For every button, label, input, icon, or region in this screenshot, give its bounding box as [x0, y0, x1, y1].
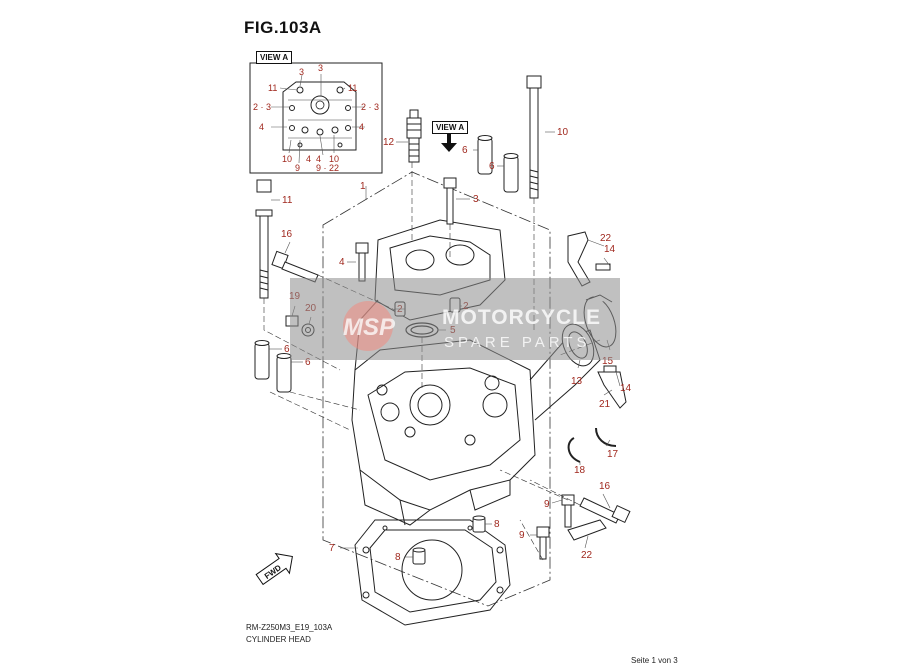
callout-6: 6 — [284, 344, 290, 355]
page-indicator: Seite 1 von 3 — [631, 656, 678, 665]
inset-callout: 10 — [329, 154, 339, 164]
view-a-callouts: 3 3 11 11 2 · 3 2 · 3 4 4 10 9 4 4 10 9 … — [253, 63, 379, 173]
fwd-arrow: FWD — [255, 552, 293, 586]
cam-cap-bolts — [355, 177, 457, 282]
callout-7: 7 — [329, 543, 335, 554]
inset-callout: 9 · 22 — [316, 163, 339, 173]
callout-6: 6 — [305, 357, 311, 368]
callout-14: 14 — [620, 383, 632, 394]
spark-plug — [406, 109, 422, 163]
dowel-pins — [412, 515, 486, 565]
inset-callout: 11 — [348, 83, 357, 93]
figure-code: RM-Z250M3_E19_103A — [246, 623, 333, 632]
callout-21: 21 — [599, 399, 611, 410]
callout-10: 10 — [557, 127, 569, 138]
watermark-sub: SPARE PARTS — [444, 334, 591, 351]
inset-callout: 3 — [299, 67, 304, 77]
watermark — [290, 278, 620, 360]
callout-8: 8 — [395, 552, 401, 563]
view-a-label: VIEW A — [256, 51, 293, 64]
head-gasket — [354, 519, 511, 626]
cylinder-head — [351, 219, 601, 526]
inset-callout: 11 — [268, 83, 277, 93]
callout-15: 15 — [602, 356, 614, 367]
callout-11: 11 — [282, 195, 293, 206]
callout-9: 9 — [519, 530, 525, 541]
callout-14: 14 — [604, 244, 616, 255]
callout-8: 8 — [494, 519, 500, 530]
watermark-brand: MOTORCYCLE — [442, 306, 601, 329]
left-bolt — [255, 179, 273, 299]
callout-9: 9 — [544, 499, 550, 510]
figure-name: CYLINDER HEAD — [246, 635, 311, 644]
inset-callout: 10 — [282, 154, 292, 164]
figure-title: FIG.103A — [244, 18, 322, 37]
callout-1: 1 — [360, 181, 366, 192]
callout-6: 6 — [489, 161, 495, 172]
long-bolt — [526, 75, 542, 199]
callout-22: 22 — [600, 233, 612, 244]
callout-leaders — [269, 131, 621, 558]
view-a-arrow-label: VIEW A — [432, 121, 469, 134]
callout-12: 12 — [383, 137, 395, 148]
inset-callout: 4 — [306, 154, 311, 164]
callout-16: 16 — [599, 481, 611, 492]
callout-17: 17 — [607, 449, 619, 460]
inset-callout: 2 · 3 — [361, 102, 379, 112]
inset-callout: 4 — [259, 122, 264, 132]
inset-callout: 4 — [359, 122, 364, 132]
callout-6: 6 — [462, 145, 468, 156]
dowel-sleeves — [254, 135, 519, 393]
inset-callout: 2 · 3 — [253, 102, 271, 112]
callout-3: 3 — [473, 194, 479, 205]
view-a-inset — [249, 62, 383, 174]
callout-16: 16 — [281, 229, 293, 240]
inset-callout: 3 — [318, 63, 323, 73]
inset-callout: 9 — [295, 163, 300, 173]
callout-22: 22 — [581, 550, 593, 561]
callout-4: 4 — [339, 257, 345, 268]
view-a-arrow — [441, 133, 457, 152]
callout-18: 18 — [574, 465, 586, 476]
watermark-logo: MSP — [343, 314, 396, 341]
inset-callout: 4 — [316, 154, 321, 164]
callout-13: 13 — [571, 376, 583, 387]
